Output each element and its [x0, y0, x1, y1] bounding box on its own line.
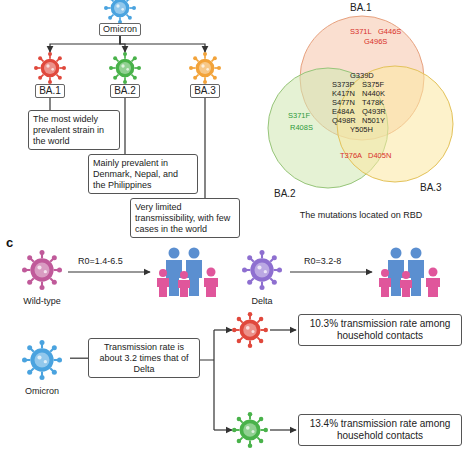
family-icon — [379, 248, 440, 298]
variant-node: BA.1 — [28, 52, 72, 98]
branch-arrow — [214, 429, 232, 430]
node-label: Omicron — [99, 23, 141, 36]
mutation-label: R408S — [290, 124, 313, 132]
mutation-label: Q498R — [332, 117, 356, 125]
virus-icon — [22, 340, 62, 380]
venn-set-label: BA.2 — [274, 188, 296, 199]
box-text: 10.3% transmission rate among household … — [303, 318, 457, 342]
mutation-label: G446S — [378, 28, 401, 36]
connector-arrow — [50, 36, 120, 52]
mutation-label: N501Y — [362, 117, 385, 125]
box-text: The most widely prevalent strain in the … — [33, 114, 115, 146]
box-text: Transmission rate is about 3.2 times tha… — [93, 342, 195, 374]
mutation-label: S373P — [332, 81, 355, 89]
connector-line — [204, 98, 205, 198]
mutation-label: T376A — [340, 152, 362, 160]
connector-arrow — [120, 36, 125, 52]
result-arrow — [270, 329, 296, 330]
box-text: Mainly prevalent in Denmark, Nepal, and … — [93, 158, 193, 190]
venn-set-label: BA.1 — [350, 2, 372, 13]
virus-icon — [242, 250, 282, 290]
mutation-label: S371L — [350, 28, 372, 36]
mutation-label: Y505H — [350, 126, 373, 134]
mutation-label: E484A — [332, 108, 355, 116]
node-label: Wild-type — [23, 296, 61, 306]
r0-value: R0=1.4-6.5 — [78, 257, 123, 267]
node-label: BA.3 — [190, 84, 220, 98]
variant-node: BA.2 — [103, 52, 147, 98]
virus-node: Omicron — [90, 0, 150, 36]
info-box: Transmission rate is about 3.2 times tha… — [88, 338, 200, 378]
virus-icon — [232, 412, 268, 448]
venn-diagram — [268, 16, 453, 188]
branch-arrow — [214, 329, 232, 330]
mutation-label: S477N — [332, 99, 355, 107]
node-label: Delta — [251, 296, 272, 306]
virus-node: Wild-type — [10, 250, 74, 306]
mutation-label: K417N — [332, 90, 355, 98]
mutation-label: T478K — [362, 99, 384, 107]
note-box: The most widely prevalent strain in the … — [28, 110, 120, 150]
variant-node: BA.3 — [183, 52, 227, 98]
virus-icon — [104, 0, 136, 24]
note-box: Very limited transmissibility, with few … — [130, 198, 240, 238]
node-label: BA.2 — [110, 84, 140, 98]
panel-letter: c — [6, 236, 13, 250]
note-box: Mainly prevalent in Denmark, Nepal, and … — [88, 154, 198, 194]
r0-value: R0=3.2-8 — [304, 257, 341, 267]
connector-line — [49, 98, 50, 110]
virus-icon — [34, 52, 66, 84]
virus-icon — [189, 52, 221, 84]
result-box: 10.3% transmission rate among household … — [298, 314, 462, 346]
transmission-arrow — [290, 271, 372, 272]
box-text: 13.4% transmission rate among household … — [303, 418, 457, 442]
mutation-label: G339D — [350, 72, 374, 80]
virus-node: Omicron — [14, 338, 70, 396]
mutation-label: S371F — [288, 112, 310, 120]
venn-set-label: BA.3 — [420, 182, 442, 193]
result-arrow — [270, 429, 296, 430]
connector-line — [124, 98, 125, 154]
caption-text: The mutations located on RBD — [266, 211, 456, 221]
split-line — [200, 330, 214, 430]
virus-icon — [22, 250, 62, 290]
box-text: Very limited transmissibility, with few … — [135, 202, 235, 234]
virus-node: Delta — [230, 250, 294, 306]
virus-icon — [232, 312, 268, 348]
transmission-arrow — [68, 271, 150, 272]
result-box: 13.4% transmission rate among household … — [298, 414, 462, 446]
mutation-label: N440K — [362, 90, 385, 98]
connector-arrow — [120, 36, 205, 52]
family-icon — [157, 248, 218, 298]
node-label: Omicron — [25, 386, 59, 396]
mutation-label: S375F — [362, 81, 384, 89]
node-label: BA.1 — [35, 84, 65, 98]
virus-icon — [109, 52, 141, 84]
mutation-label: D405N — [368, 152, 391, 160]
mutation-label: Q493R — [362, 108, 386, 116]
connector-line — [70, 358, 88, 359]
mutation-label: G496S — [364, 38, 387, 46]
